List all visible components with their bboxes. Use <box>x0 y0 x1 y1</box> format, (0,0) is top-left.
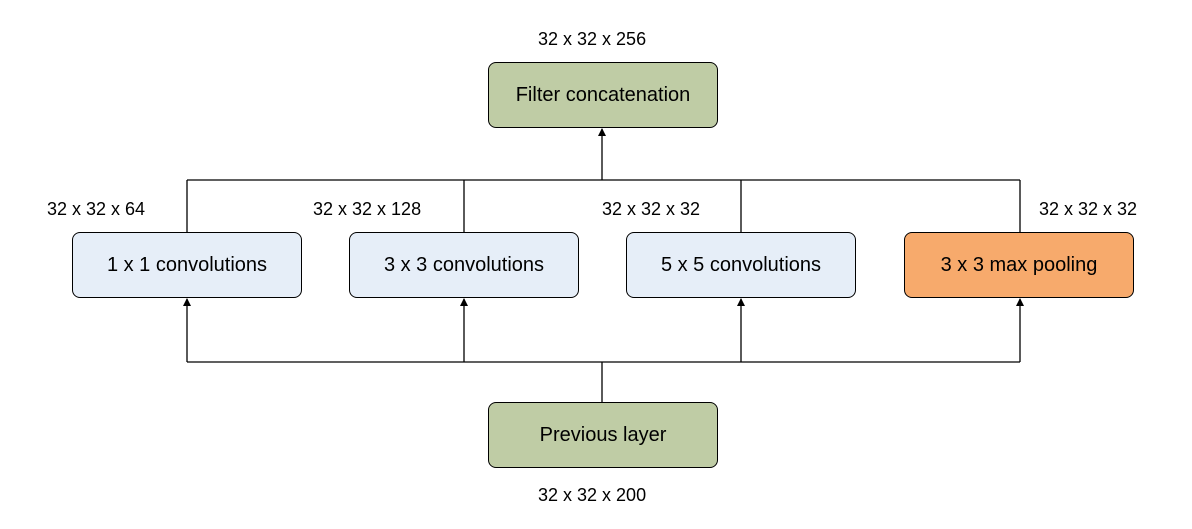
previous-layer-label: Previous layer <box>539 423 667 446</box>
filter-concatenation-label: Filter concatenation <box>515 83 691 106</box>
conv-3x3-node: 3 x 3 convolutions <box>349 232 579 298</box>
previous-layer-node: Previous layer <box>488 402 718 468</box>
max-pooling-label: 3 x 3 max pooling <box>940 253 1098 276</box>
conv-5x5-node: 5 x 5 convolutions <box>626 232 856 298</box>
max-pooling-node: 3 x 3 max pooling <box>904 232 1134 298</box>
previous-layer-dims-label: 32 x 32 x 200 <box>538 485 647 505</box>
conv-1x1-label: 1 x 1 convolutions <box>106 253 268 276</box>
conv3-dims-label: 32 x 32 x 128 <box>313 199 422 219</box>
conv-1x1-node: 1 x 1 convolutions <box>72 232 302 298</box>
filter-concatenation-node: Filter concatenation <box>488 62 718 128</box>
pool-dims-label: 32 x 32 x 32 <box>1039 199 1138 219</box>
conv-5x5-label: 5 x 5 convolutions <box>660 253 822 276</box>
conv-3x3-label: 3 x 3 convolutions <box>383 253 545 276</box>
concat-dims-label: 32 x 32 x 256 <box>538 29 647 49</box>
conv5-dims-label: 32 x 32 x 32 <box>602 199 701 219</box>
conv1-dims-label: 32 x 32 x 64 <box>47 199 146 219</box>
